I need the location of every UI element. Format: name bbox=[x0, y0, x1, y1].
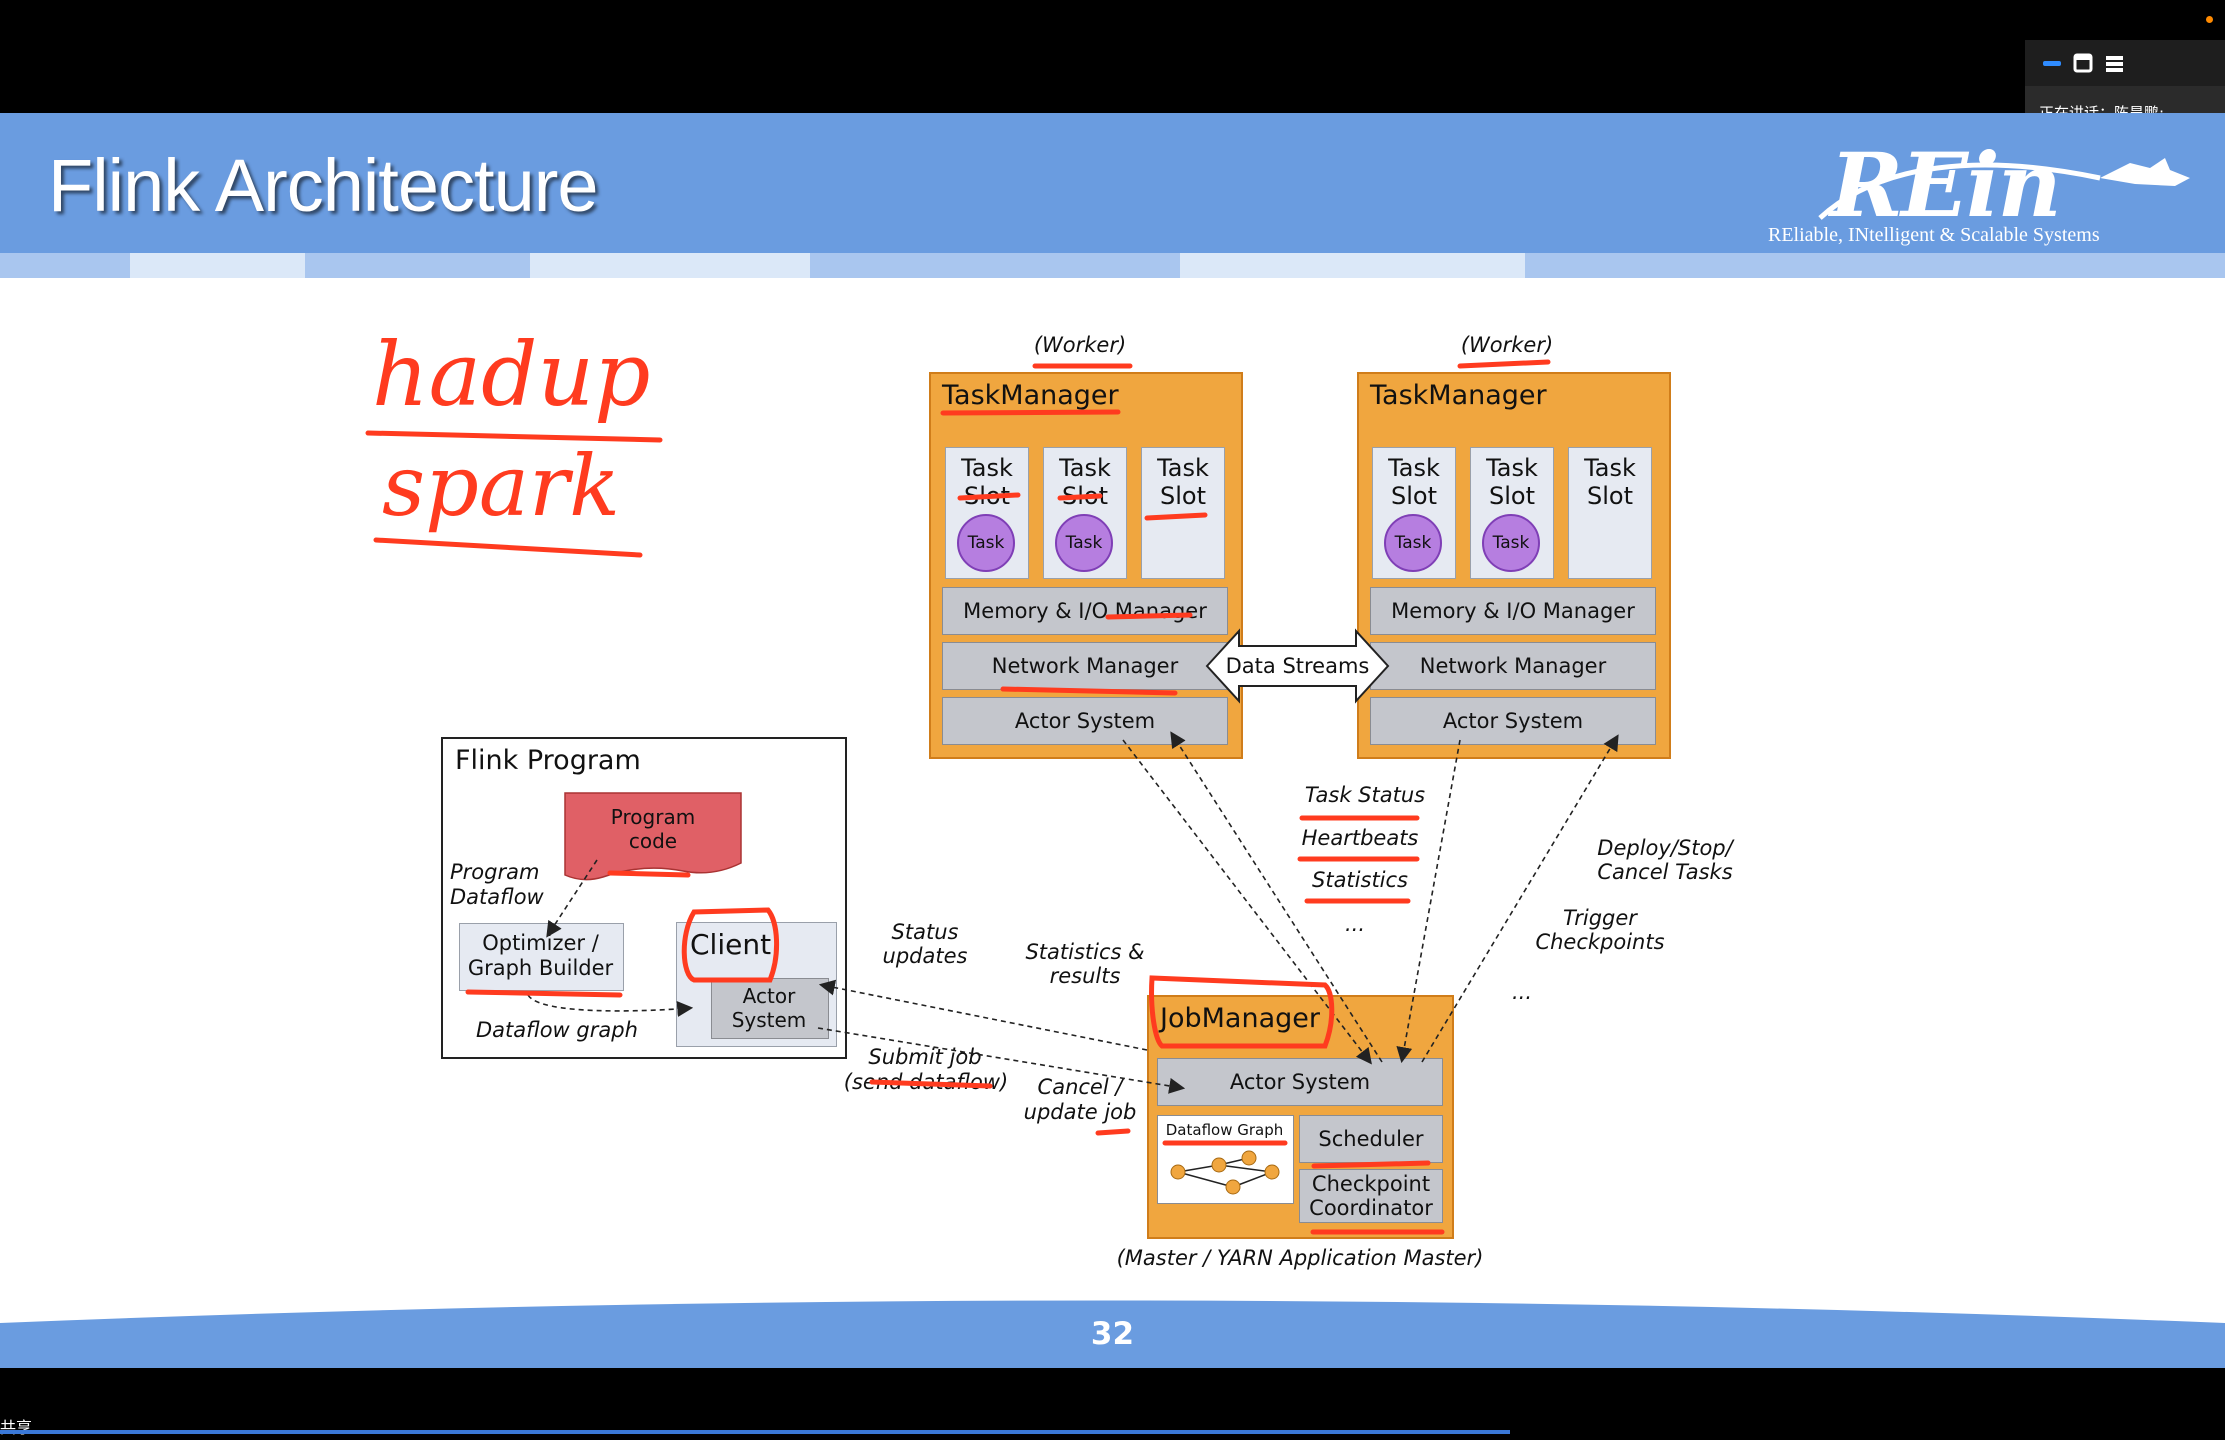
slide-header bbox=[0, 113, 2225, 253]
cancel-update-label-1: Cancel / bbox=[1037, 1075, 1123, 1099]
program-dataflow-label-2: Dataflow bbox=[450, 885, 544, 909]
recording-indicator bbox=[2206, 16, 2213, 23]
optimizer-label-1: Optimizer / bbox=[482, 931, 599, 955]
dataflow-graph-icon bbox=[1170, 1150, 1280, 1195]
minimize-icon[interactable] bbox=[2041, 52, 2065, 74]
data-streams-label: Data Streams bbox=[1225, 654, 1370, 678]
program-dataflow-label-1: Program bbox=[450, 860, 540, 884]
actor-system: Actor System bbox=[1370, 697, 1656, 745]
trigger-label-1: Trigger bbox=[1563, 906, 1637, 930]
menu-icon[interactable] bbox=[2103, 52, 2127, 74]
statistics-results-label-1: Statistics & bbox=[1025, 940, 1145, 964]
handwriting-hadup: hadup bbox=[372, 323, 650, 426]
handwriting-spark: spark bbox=[382, 437, 620, 535]
dataflow-graph-box bbox=[1157, 1115, 1294, 1204]
flink-program-title: Flink Program bbox=[455, 745, 641, 776]
submit-job-label-2: (send dataflow) bbox=[843, 1070, 1009, 1094]
submit-job-label-1: Submit job bbox=[868, 1045, 982, 1069]
memory-io-manager: Memory & I/O Manager bbox=[942, 587, 1228, 635]
heartbeats-label: Heartbeats bbox=[1301, 826, 1419, 850]
task-circle: Task bbox=[1482, 514, 1540, 572]
statistics-results-label-2: results bbox=[1049, 964, 1121, 988]
logo-text: REin bbox=[1830, 133, 2062, 237]
ellipsis-label: ... bbox=[1511, 980, 1533, 1004]
worker-label-2: (Worker) bbox=[1460, 333, 1554, 357]
share-status-label: 共享 bbox=[0, 1418, 33, 1437]
ellipsis-label: ... bbox=[1344, 912, 1366, 936]
dataflow-graph-label: Dataflow graph bbox=[476, 1018, 638, 1042]
optimizer-label-2: Graph Builder bbox=[467, 956, 614, 980]
status-updates-label-1: Status bbox=[891, 920, 959, 944]
client-label: Client bbox=[690, 928, 772, 961]
client-actor-label-1: Actor bbox=[742, 984, 796, 1008]
deploy-label-2: Cancel Tasks bbox=[1597, 860, 1733, 884]
deploy-label-1: Deploy/Stop/ bbox=[1597, 836, 1733, 860]
page-number: 32 bbox=[1090, 1316, 1135, 1352]
network-manager: Network Manager bbox=[942, 642, 1228, 690]
rein-logo-icon bbox=[1818, 158, 2190, 220]
statistics-label: Statistics bbox=[1312, 868, 1408, 892]
actor-system: Actor System bbox=[942, 697, 1228, 745]
double-arrow-icon bbox=[1205, 628, 1390, 704]
network-manager: Network Manager bbox=[1370, 642, 1656, 690]
task-circle: Task bbox=[1384, 514, 1442, 572]
slide-footer bbox=[0, 1300, 2225, 1368]
memory-io-manager: Memory & I/O Manager bbox=[1370, 587, 1656, 635]
cancel-update-label-2: update job bbox=[1023, 1100, 1137, 1124]
progress-bar bbox=[0, 1430, 1510, 1434]
handwritten-notes: hadup spark bbox=[365, 323, 663, 558]
task-circle: Task bbox=[1055, 514, 1113, 572]
job-manager-actor-system: Actor System bbox=[1157, 1058, 1443, 1106]
scheduler: Scheduler bbox=[1299, 1115, 1443, 1163]
task-status-label: Task Status bbox=[1304, 783, 1426, 807]
logo-tagline: REliable, INtelligent & Scalable Systems bbox=[1768, 224, 2100, 246]
strip-segment bbox=[530, 253, 810, 278]
task-manager-1-title: TaskManager bbox=[942, 380, 1119, 411]
trigger-label-2: Checkpoints bbox=[1535, 930, 1665, 954]
strip-segment bbox=[130, 253, 305, 278]
status-updates-label-2: updates bbox=[882, 944, 968, 968]
worker-label-1: (Worker) bbox=[1033, 333, 1127, 357]
slide-title: Flink Architecture bbox=[48, 144, 599, 227]
job-manager-title: JobManager bbox=[1160, 1003, 1320, 1034]
task-manager-2-title: TaskManager bbox=[1370, 380, 1547, 411]
strip-segment bbox=[1180, 253, 1525, 278]
control-toolbar bbox=[2025, 40, 2225, 86]
restore-icon[interactable] bbox=[2072, 52, 2096, 74]
program-code-label-1: Program bbox=[610, 805, 696, 829]
dataflow-graph-box-label: Dataflow Graph bbox=[1165, 1121, 1284, 1139]
header-strip bbox=[0, 253, 2225, 278]
checkpoint-coordinator: Checkpoint Coordinator bbox=[1299, 1169, 1443, 1223]
program-code-label-2: code bbox=[628, 829, 678, 853]
master-label: (Master / YARN Application Master) bbox=[1116, 1246, 1484, 1270]
client-actor-label-2: System bbox=[731, 1008, 807, 1032]
task-circle: Task bbox=[957, 514, 1015, 572]
client-actor-system bbox=[711, 978, 829, 1039]
